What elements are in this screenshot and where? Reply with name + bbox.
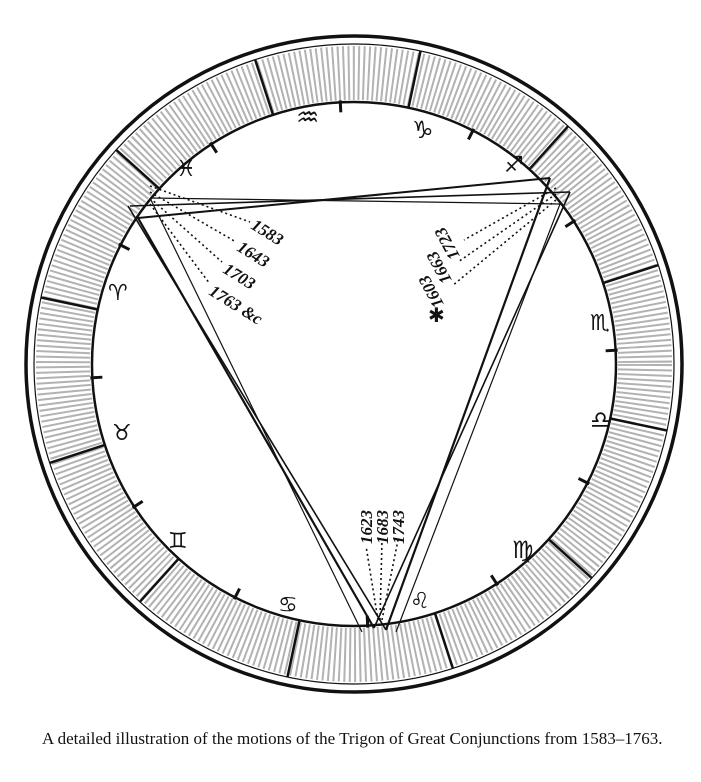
libra-icon: ♎ [590, 406, 612, 434]
ring-tick [338, 100, 343, 113]
ring-tick [118, 242, 131, 251]
capricorn-icon: ♑ [412, 116, 434, 144]
ring-tick [90, 375, 103, 380]
ring-tick [577, 477, 590, 486]
aquarius-icon: ♒ [296, 103, 319, 133]
taurus-icon: ♉ [112, 421, 132, 446]
bottom-year-3: 1743 [389, 510, 408, 545]
zodiac-division-line [40, 296, 98, 311]
virgo-icon: ♍ [512, 536, 534, 564]
scorpio-icon: ♏ [590, 311, 610, 336]
zodiac-division-line [433, 612, 455, 669]
aries-icon: ♈ [108, 281, 128, 306]
zodiac-division-line [407, 50, 422, 108]
star-icon: ✱ [428, 303, 445, 327]
zodiac-division-line [610, 417, 668, 432]
trigon-diagram: ♒ ♑ ♐ ♏ ♎ ♍ ♌ ♋ ♊ ♉ ♈ ♓ ✱ 1583 1643 1703… [24, 34, 684, 694]
inner-ring [90, 100, 618, 628]
ring-tick [208, 141, 219, 154]
zodiac-division-line [286, 620, 301, 678]
leo-icon: ♌ [410, 589, 430, 614]
pisces-icon: ♓ [176, 157, 196, 182]
trigon-lines [127, 177, 571, 633]
gemini-icon: ♊ [168, 529, 188, 554]
zodiac-division-line [602, 263, 659, 285]
zodiac-division-line [49, 443, 106, 465]
zodiac-division-line [138, 557, 180, 603]
bottom-year-1: 1623 [357, 510, 376, 545]
figure-caption: A detailed illustration of the motions o… [42, 729, 663, 748]
zodiac-divisions [40, 50, 668, 678]
ring-tick [605, 348, 618, 353]
cancer-icon: ♋ [278, 593, 298, 618]
sagittarius-icon: ♐ [504, 153, 524, 178]
outer-ring [24, 34, 684, 694]
year-leaders [149, 185, 557, 621]
ring-tick [232, 587, 241, 600]
zodiac-division-line [528, 125, 570, 171]
ring-tick [467, 128, 476, 141]
ring-tick [131, 499, 144, 510]
ring-tick [564, 218, 577, 229]
ring-tick [489, 574, 500, 587]
zodiac-band [36, 46, 672, 682]
bottom-year-2: 1683 [373, 510, 392, 545]
left-year-4: 1763 &c [206, 281, 267, 329]
zodiac-division-line [115, 148, 161, 190]
outer-ring-inner-edge [33, 43, 675, 685]
zodiac-division-line [253, 59, 275, 116]
zodiac-division-line [547, 538, 593, 580]
